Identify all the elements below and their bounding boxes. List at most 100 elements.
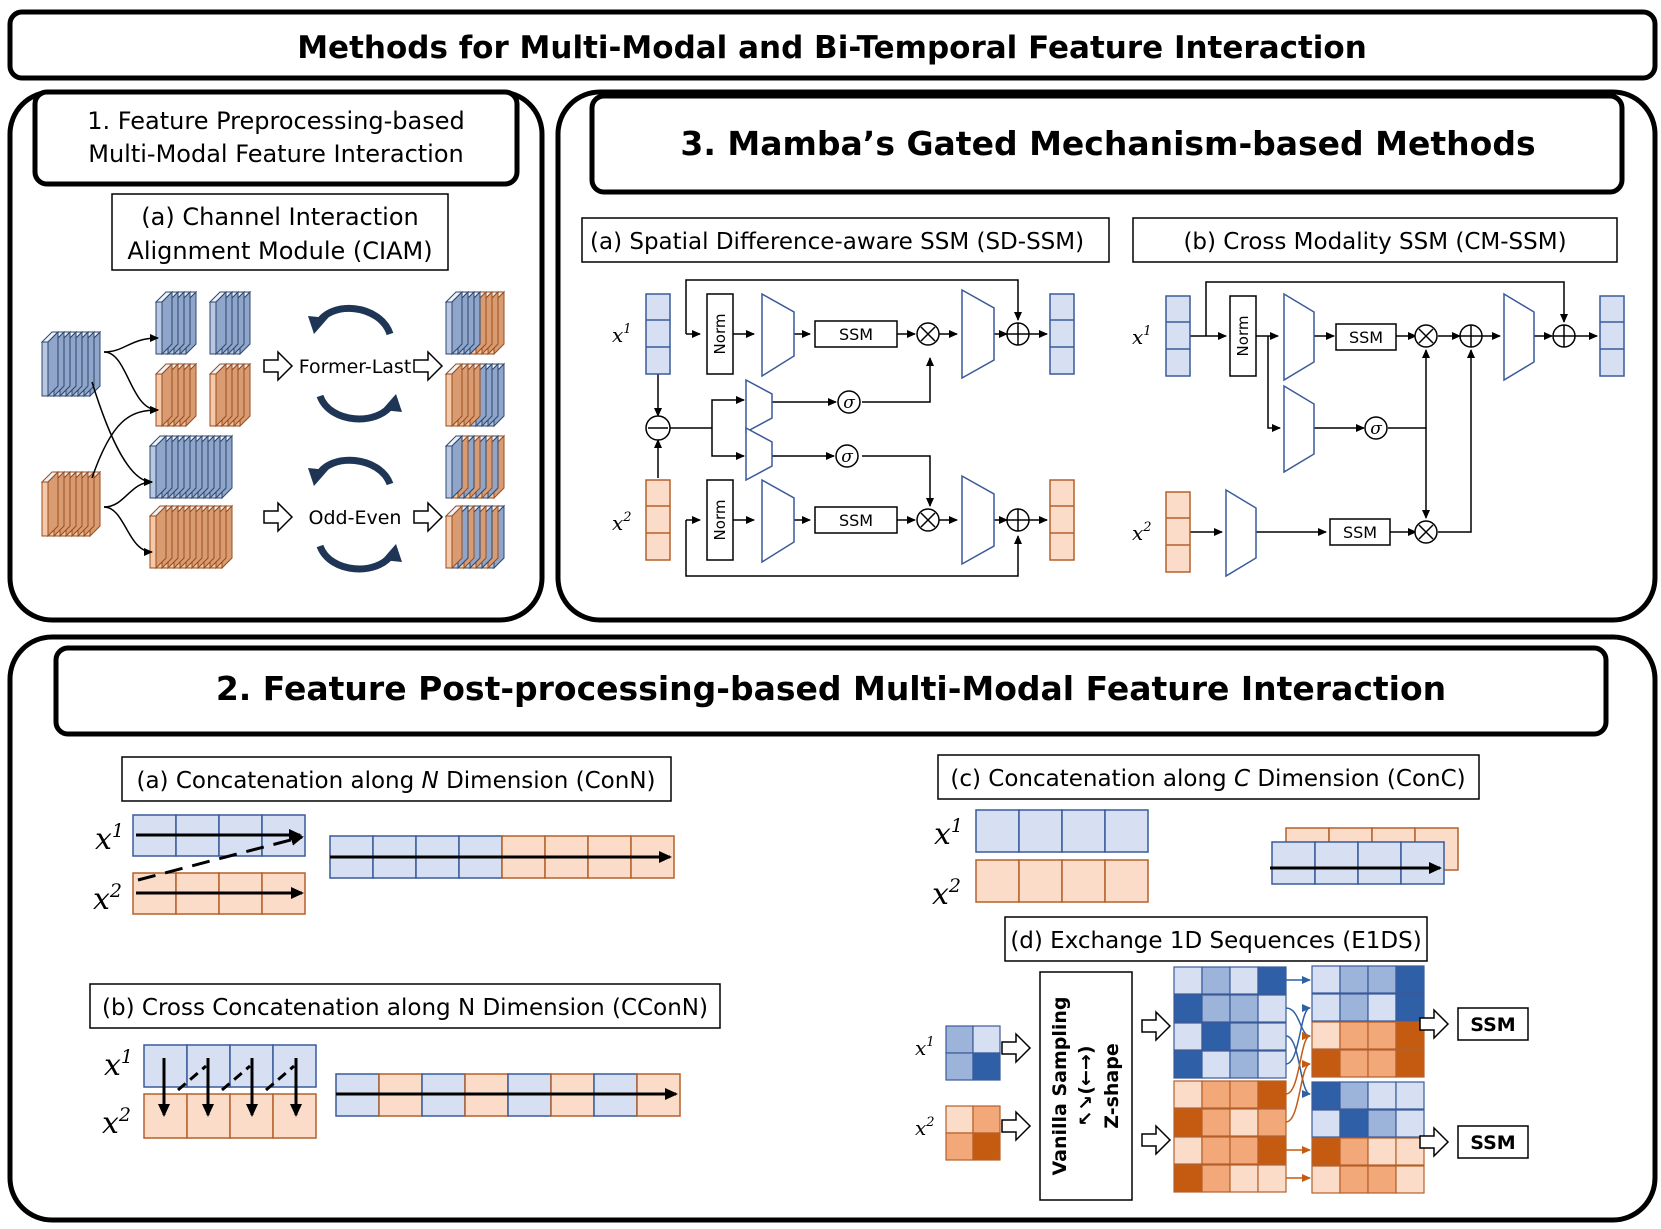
exchanged-token — [1367, 1021, 1397, 1050]
x2-token — [1104, 859, 1149, 903]
slice-front — [155, 373, 163, 427]
slice-side — [215, 362, 227, 428]
former-stack-orange — [154, 362, 198, 428]
blue-sequence-token — [1257, 1022, 1287, 1051]
odd-even-stack-orange — [148, 504, 234, 570]
orange-sequence-token — [1201, 1080, 1231, 1109]
cconn-label: (b) Cross Concatenation along N Dimensio… — [102, 995, 708, 1021]
section1-title-box — [32, 89, 520, 187]
blue-sequence-token — [1257, 966, 1287, 995]
x2-label: x2 — [102, 1104, 131, 1141]
exchanged-token — [1367, 993, 1397, 1022]
block-arrow — [1419, 1126, 1450, 1158]
conn-arrows — [136, 829, 672, 899]
blue-sequence-token — [1201, 966, 1231, 995]
ssm-box-top — [1335, 323, 1397, 351]
orange-sequence-token — [1173, 1136, 1203, 1165]
norm-label: Norm — [1234, 316, 1252, 357]
exchanged-token — [1311, 965, 1341, 994]
slice-front — [445, 445, 453, 499]
cm-ssm-diagram — [1190, 281, 1598, 536]
out-token-stack — [1599, 295, 1625, 377]
conc-token-cells — [975, 809, 1459, 903]
sigma-label: σ — [843, 393, 855, 413]
concat-token-blue — [1271, 841, 1316, 885]
slice-front — [445, 301, 453, 355]
out-proj-bottom — [961, 474, 995, 566]
x2-patch — [972, 1132, 1001, 1161]
out-proj — [1503, 292, 1535, 382]
ssm-box-top — [814, 320, 898, 348]
x1-token — [1018, 809, 1063, 853]
exchanged-token — [1311, 993, 1341, 1022]
x1-token-stack — [1165, 295, 1191, 377]
last-stack-orange — [208, 362, 252, 428]
orange-sequence-token — [1257, 1108, 1287, 1137]
block-arrow — [1419, 1008, 1450, 1040]
sampling-label: Vanilla Sampling — [1049, 996, 1071, 1175]
exchanged-token — [1339, 1021, 1369, 1050]
orange-sequence-token — [1229, 1136, 1259, 1165]
x1-patch — [945, 1052, 974, 1081]
cconn-arrows — [158, 1058, 678, 1117]
ssm-box-bottom — [814, 506, 898, 534]
ssm-output-box — [1457, 1125, 1529, 1159]
exchanged-token — [1395, 1049, 1425, 1078]
cm-ssm-blocks — [1165, 292, 1625, 578]
blue-sequence-token — [1201, 1022, 1231, 1051]
orange-sequence-token — [1229, 1164, 1259, 1193]
slice-front — [445, 515, 453, 569]
ssm-label: SSM — [1349, 328, 1383, 347]
conn-label: (a) Concatenation along N Dimension (Con… — [136, 768, 655, 794]
result-stack-1 — [444, 290, 506, 356]
orange-sequence-token — [1257, 1136, 1287, 1165]
section2-title-box — [53, 645, 1609, 737]
slice-side — [47, 470, 59, 538]
sd-ssm-diagram — [654, 279, 1048, 577]
x2-label: x2 — [612, 510, 632, 535]
sd-ssm-blocks — [645, 288, 1075, 566]
result-stack-4 — [444, 504, 506, 570]
ciam-branch-curve — [103, 351, 159, 414]
blue-sequence-token — [1173, 966, 1203, 995]
x2-label: x2 — [932, 875, 961, 912]
ciam-branch-curve — [103, 478, 153, 508]
exchanged-token — [1367, 1049, 1397, 1078]
orange-sequence-token — [1229, 1108, 1259, 1137]
exchanged-token — [1367, 1081, 1397, 1110]
exchanged-token — [1311, 1049, 1341, 1078]
result-stack-3 — [444, 434, 506, 500]
conc-label: (c) Concatenation along C Dimension (Con… — [950, 766, 1465, 792]
slice-side — [215, 290, 227, 356]
ssm-label: SSM — [839, 511, 873, 530]
exchanged-token — [1339, 993, 1369, 1022]
slice-front — [41, 481, 49, 537]
x2-token-stack — [645, 479, 671, 561]
out-proj-top — [961, 288, 995, 380]
exchanged-token — [1367, 1165, 1397, 1194]
x2-patch — [972, 1105, 1001, 1134]
exchanged-token — [1367, 1137, 1397, 1166]
section2-title: 2. Feature Post-processing-based Multi-M… — [216, 669, 1446, 708]
linear-proj-bottom — [761, 478, 795, 564]
x1-label: x1 — [612, 322, 632, 347]
zshape-label: Z-shape — [1101, 1043, 1123, 1128]
x1-token — [1061, 809, 1106, 853]
main-title: Methods for Multi-Modal and Bi-Temporal … — [297, 30, 1367, 66]
x2-token — [1018, 859, 1063, 903]
ciam-label-box — [111, 193, 449, 271]
main-title-box — [7, 9, 1658, 81]
block-arrow — [1001, 1110, 1032, 1142]
exchanged-token — [1311, 1021, 1341, 1050]
slice-side — [155, 504, 167, 570]
blue-sequence-token — [1173, 994, 1203, 1023]
exchanged-token — [1311, 1137, 1341, 1166]
concat-token-blue — [1357, 841, 1402, 885]
exchanged-token — [1339, 1081, 1369, 1110]
section3-title: 3. Mamba’s Gated Mechanism-based Methods — [680, 124, 1535, 163]
sigmoid-icon — [835, 444, 859, 468]
x2-token — [1061, 859, 1106, 903]
orange-sequence-token — [1173, 1080, 1203, 1109]
slice-side — [161, 290, 173, 356]
